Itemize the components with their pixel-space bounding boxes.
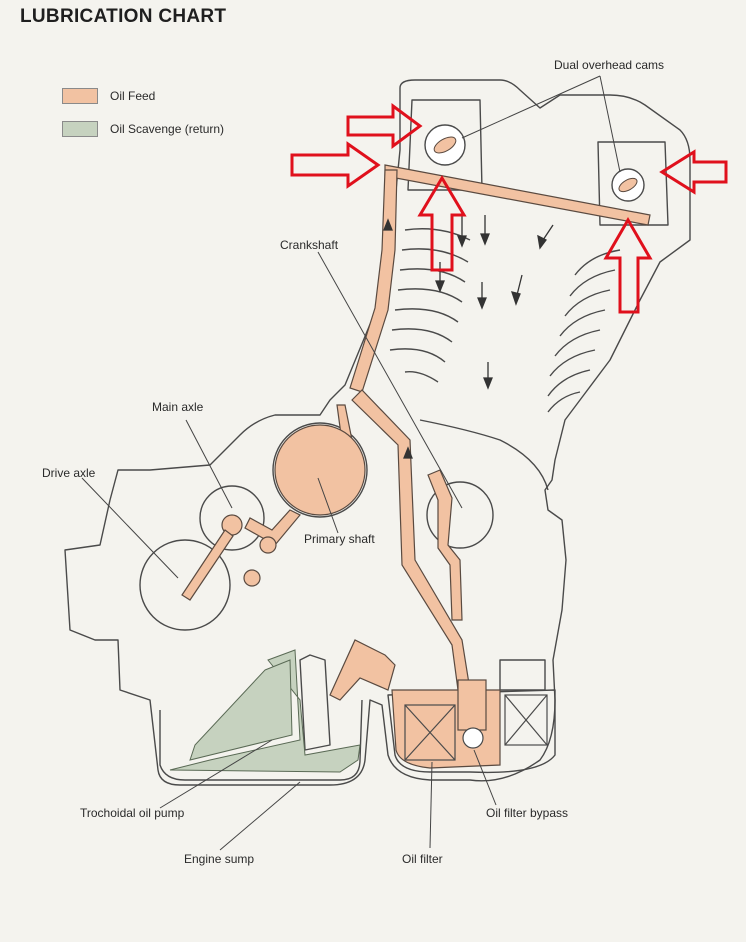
scavenge-pickup bbox=[189, 659, 293, 761]
label-dual-overhead-cams: Dual overhead cams bbox=[554, 58, 665, 72]
label-main-axle: Main axle bbox=[152, 400, 204, 414]
lower-node bbox=[243, 569, 261, 587]
red-arrow-rear-left bbox=[659, 149, 728, 195]
red-arrow-front-cam bbox=[346, 103, 423, 149]
pump-housing bbox=[299, 654, 331, 751]
oil-scavenge-area bbox=[169, 649, 361, 773]
oil-scavenge-label: Oil Scavenge (return) bbox=[110, 122, 225, 136]
rear-cylinder-fins bbox=[547, 249, 621, 413]
bypass-valve bbox=[462, 727, 484, 749]
filter-housing bbox=[387, 689, 556, 774]
filter-element-front bbox=[404, 704, 456, 761]
filter-element-rear bbox=[504, 694, 548, 746]
annotation-arrows bbox=[290, 103, 728, 314]
primary-shaft-gear bbox=[272, 422, 368, 518]
upper-riser bbox=[349, 169, 398, 393]
label-primary-shaft: Primary shaft bbox=[304, 532, 375, 546]
oil-scavenge-swatch bbox=[62, 121, 98, 137]
main-axle-gear bbox=[199, 485, 265, 551]
legend-oil-feed: Oil Feed bbox=[62, 88, 155, 104]
drive-axle-gear bbox=[139, 539, 231, 631]
red-arrow-rear-up bbox=[603, 217, 653, 314]
oil-feed-swatch bbox=[62, 88, 98, 104]
mid-node bbox=[259, 536, 277, 554]
label-drive-axle: Drive axle bbox=[42, 466, 96, 480]
rear-head bbox=[597, 141, 669, 226]
label-oil-filter-bypass: Oil filter bypass bbox=[486, 806, 569, 820]
engine-sump bbox=[159, 699, 363, 781]
pump-outlet bbox=[329, 639, 396, 701]
label-oil-filter: Oil filter bbox=[402, 852, 443, 866]
gear-feed bbox=[244, 509, 301, 546]
filter-center bbox=[457, 679, 487, 731]
oil-feed-passages bbox=[181, 164, 651, 769]
primary-shaft-fill bbox=[274, 424, 366, 516]
legend-oil-scavenge: Oil Scavenge (return) bbox=[62, 121, 224, 137]
oil-feed-label: Oil Feed bbox=[110, 89, 156, 103]
label-engine-sump: Engine sump bbox=[184, 852, 255, 866]
label-trochoidal-oil-pump: Trochoidal oil pump bbox=[80, 806, 185, 820]
front-cylinder-fins bbox=[389, 228, 471, 383]
red-arrow-front-up bbox=[417, 175, 467, 272]
rear-filter-box bbox=[499, 659, 546, 691]
red-arrow-front-rail bbox=[290, 141, 381, 189]
drive-feed bbox=[181, 529, 234, 601]
flow-arrows bbox=[383, 212, 554, 459]
label-crankshaft: Crankshaft bbox=[280, 238, 339, 252]
crank-feed bbox=[427, 469, 463, 621]
crankcase-inner bbox=[419, 419, 549, 491]
crankshaft-gear bbox=[426, 481, 494, 549]
chart-title: LUBRICATION CHART bbox=[20, 6, 227, 27]
